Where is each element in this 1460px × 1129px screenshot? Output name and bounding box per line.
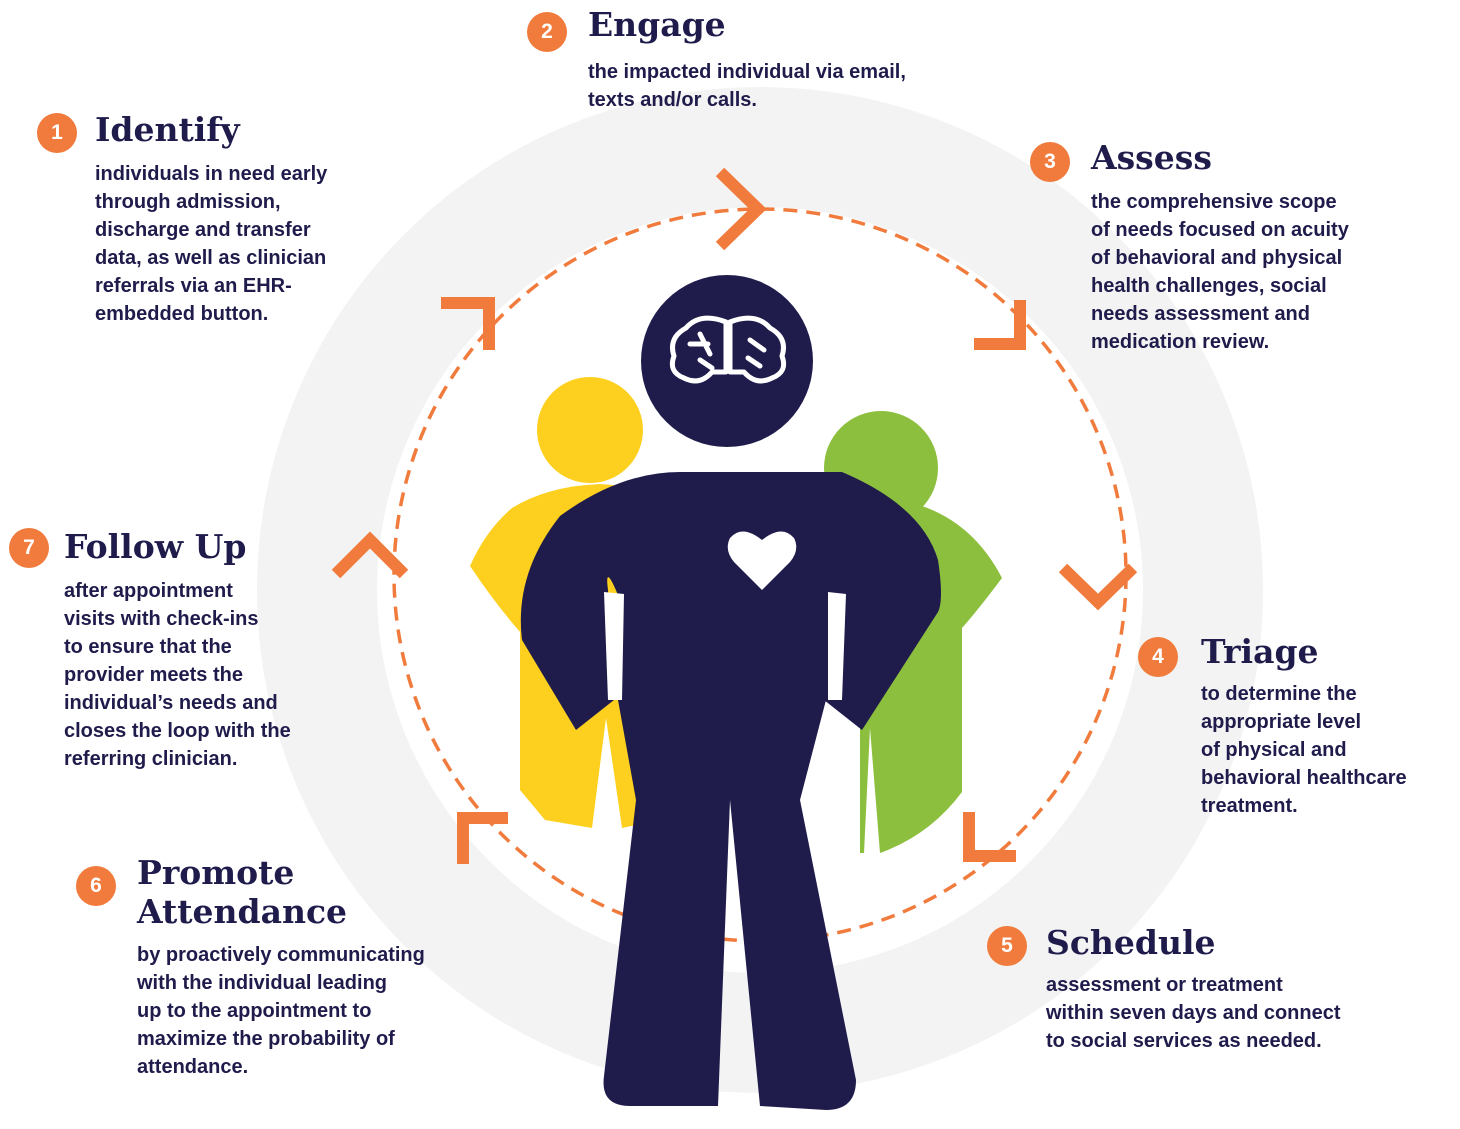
cycle-arrow-left: [331, 531, 409, 579]
step-title: Triage: [1201, 632, 1319, 671]
arm-gaps: [604, 592, 846, 700]
step-description: the impacted individual via email, texts…: [588, 61, 906, 111]
step-description: the comprehensive scope of needs focused…: [1091, 191, 1349, 353]
step-number-badge: 6: [76, 866, 116, 906]
step-description: assessment or treatment within seven day…: [1046, 974, 1341, 1052]
step-title: Assess: [1091, 138, 1212, 177]
cycle-arrow-top: [715, 167, 767, 251]
cycle-arrow-upper-left: [441, 297, 495, 350]
step-number-badge: 2: [527, 12, 567, 52]
step-number-badge: 7: [9, 528, 49, 568]
step-title: Schedule: [1046, 923, 1216, 962]
cycle-arrow-upper-right: [974, 300, 1026, 350]
brain-icon: [669, 315, 787, 384]
step-description: individuals in need early through admiss…: [95, 163, 328, 325]
cycle-arrow-right: [1058, 563, 1138, 611]
step-number-badge: 1: [37, 113, 77, 153]
step-description: after appointment visits with check-ins …: [64, 580, 291, 770]
step-number-badge: 3: [1030, 142, 1070, 182]
heart-icon: [727, 531, 797, 590]
step-title: Promote Attendance: [137, 853, 348, 931]
step-description: to determine the appropriate level of ph…: [1201, 683, 1407, 817]
step-number-badge: 4: [1138, 637, 1178, 677]
cycle-arrow-lower-right: [963, 812, 1016, 862]
step-description: by proactively communicating with the in…: [137, 944, 425, 1078]
cycle-arrow-lower-left: [457, 812, 508, 864]
step-title: Engage: [588, 5, 726, 44]
step-title: Follow Up: [64, 527, 247, 566]
step-title: Identify: [95, 110, 240, 149]
step-number-badge: 5: [987, 926, 1027, 966]
